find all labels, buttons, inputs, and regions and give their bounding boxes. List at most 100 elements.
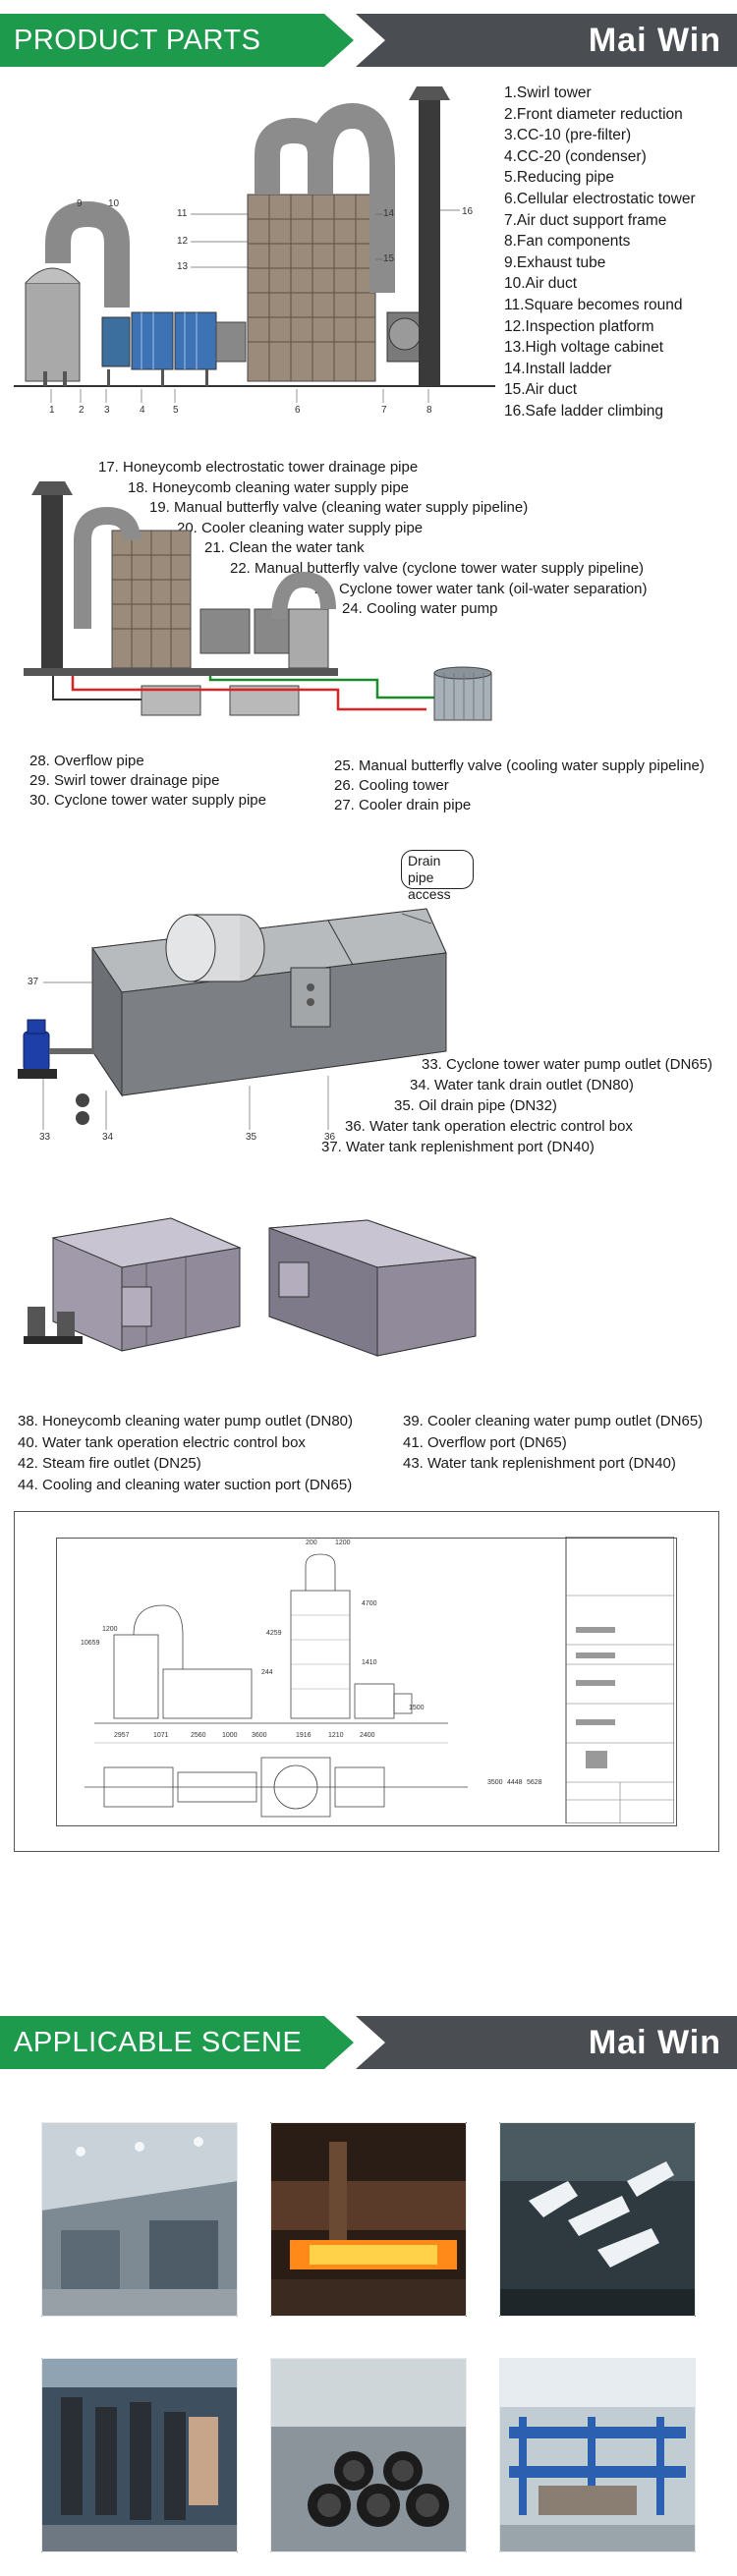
legend-item: 14.Install ladder [504,360,612,377]
legend-item: 16.Safe ladder climbing [504,402,663,420]
callout-number: 34 [102,1132,114,1143]
engineering-drawing-frame [14,1511,719,1852]
dimension-label: 2560 [191,1732,206,1739]
dimension-label: 1500 [409,1705,425,1711]
callout-number: 7 [381,405,387,416]
legend-item: 24. Cooling water pump [342,600,498,618]
dimension-label: 3600 [252,1732,267,1739]
callout-number: 15 [383,253,395,264]
legend-item: 40. Water tank operation electric contro… [18,1433,306,1451]
callout-number: 2 [79,405,85,416]
legend-item: 37. Water tank replenishment port (DN40) [321,1139,595,1155]
cleaning-tank-diagram [24,1217,477,1357]
callout-number: 6 [295,405,301,416]
legend-item: 12.Inspection platform [504,317,654,335]
dimension-label: 1200 [102,1626,118,1633]
dimension-label: 200 [306,1540,317,1546]
legend-item: 25. Manual butterfly valve (cooling wate… [334,757,705,774]
dimension-label: 1071 [153,1732,169,1739]
legend-item: 7.Air duct support frame [504,211,667,229]
legend-item: 2.Front diameter reduction [504,105,683,123]
legend-item: 42. Steam fire outlet (DN25) [18,1455,201,1472]
dimension-label: 1210 [328,1732,344,1739]
callout-number: 13 [177,261,189,272]
legend-item: 10.Air duct [504,275,578,293]
legend-item: 1.Swirl tower [504,84,592,101]
scene-photo-steel-rolling [270,2122,467,2317]
dimension-label: 3500 [487,1779,503,1786]
scene-photo-pipe-plant [270,2358,467,2552]
legend-item: 19. Manual butterfly valve (cleaning wat… [149,499,529,517]
callout-number: 4 [140,405,145,416]
callout-number: 33 [39,1132,51,1143]
legend-item: 8.Fan components [504,233,631,251]
legend-item: 30. Cyclone tower water supply pipe [29,792,266,809]
dimension-label: 4700 [362,1600,377,1607]
callout-number: 11 [177,208,188,219]
legend-item: 11.Square becomes round [504,296,683,313]
legend-item: 27. Cooler drain pipe [334,797,472,813]
dimension-label: 2957 [114,1732,130,1739]
legend-item: 39. Cooler cleaning water pump outlet (D… [403,1413,704,1429]
legend-item: 13.High voltage cabinet [504,339,664,357]
parts-legend-2: 17. Honeycomb electrostatic tower draina… [98,458,647,620]
exhaust-system-diagram-1: 1 2 3 4 5 6 7 8 9 10 11 12 13 14 15 16 [14,86,495,416]
legend-item: 34. Water tank drain outlet (DN80) [410,1077,634,1093]
legend-item: 20. Cooler cleaning water supply pipe [177,519,424,536]
scene-photo-leather-hanging [41,2358,238,2552]
parts-legend-3: 33. Cyclone tower water pump outlet (DN6… [319,1054,712,1157]
banner-green-arrow [0,14,366,67]
dimension-label: 5628 [527,1779,542,1786]
brand-logo: Mai Win [588,22,721,59]
parts-legend-2b-right: 25. Manual butterfly valve (cooling wate… [334,756,705,815]
parts-legend-2b-left: 28. Overflow pipe 29. Swirl tower draina… [29,752,266,811]
callout-number: 1 [49,405,55,416]
legend-item: 3.CC-10 (pre-filter) [504,127,632,144]
dimension-label: 10659 [81,1640,100,1647]
legend-item: 22. Manual butterfly valve (cyclone towe… [230,559,645,577]
scene-photo-production-line [499,2358,696,2552]
scene-photo-factory-workshop [41,2122,238,2317]
scene-photo-glove-production [499,2122,696,2317]
legend-item: 41. Overflow port (DN65) [403,1433,567,1451]
parts-legend-4-right: 39. Cooler cleaning water pump outlet (D… [403,1411,703,1475]
callout-number: 3 [104,405,110,416]
legend-item: 23. Cyclone tower water tank (oil-water … [314,580,648,597]
legend-item: 21. Clean the water tank [204,539,365,557]
legend-item: 38. Honeycomb cleaning water pump outlet… [18,1413,354,1429]
dimension-label: 1200 [335,1540,351,1546]
dimension-label: 1000 [222,1732,238,1739]
banner-title: PRODUCT PARTS [14,25,261,56]
legend-item: 5.Reducing pipe [504,169,615,187]
legend-item: 6.Cellular electrostatic tower [504,190,696,207]
parts-legend-1: 1.Swirl tower 2.Front diameter reduction… [504,83,696,422]
brand-logo: Mai Win [588,2024,721,2061]
callout-number: 8 [426,405,432,416]
legend-item: 18. Honeycomb cleaning water supply pipe [128,478,410,496]
callout-number: 35 [246,1132,257,1143]
parts-legend-4-left: 38. Honeycomb cleaning water pump outlet… [18,1411,353,1495]
callout-number: 36 [324,1132,336,1143]
dimension-label: 1410 [362,1659,377,1666]
drawing-inner-border [56,1538,677,1826]
drain-pipe-callout: Drain pipe access [401,850,474,902]
dimension-label: 244 [261,1669,273,1676]
dimension-label: 4259 [266,1630,282,1637]
exhaust-system-diagram-2 [24,481,492,721]
legend-item: 9.Exhaust tube [504,253,606,271]
callout-number: 5 [173,405,179,416]
legend-item: 29. Swirl tower drainage pipe [29,772,220,789]
legend-item: 28. Overflow pipe [29,753,144,769]
legend-item: 36. Water tank operation electric contro… [345,1118,633,1135]
callout-number: 9 [77,198,83,209]
banner-title: APPLICABLE SCENE [14,2027,303,2058]
product-parts-banner: PRODUCT PARTS Mai Win [0,14,737,67]
legend-item: 33. Cyclone tower water pump outlet (DN6… [422,1056,712,1073]
legend-item: 4.CC-20 (condenser) [504,147,647,165]
legend-item: 15.Air duct [504,381,578,399]
callout-number: 10 [108,198,120,209]
dimension-label: 2400 [360,1732,375,1739]
callout-number: 37 [28,977,39,987]
banner-green-arrow [0,2016,366,2069]
legend-item: 44. Cooling and cleaning water suction p… [18,1476,353,1493]
